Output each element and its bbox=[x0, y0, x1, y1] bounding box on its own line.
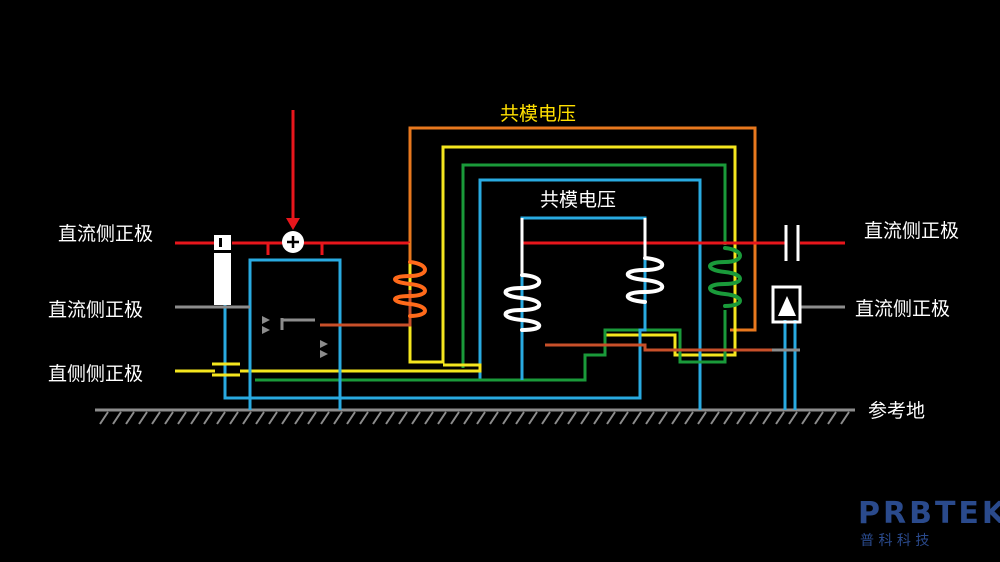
ground-hatch-line bbox=[151, 411, 161, 425]
ground-hatch-line bbox=[203, 411, 213, 425]
ground-hatch-line bbox=[112, 411, 122, 425]
ground-hatch-line bbox=[359, 411, 369, 425]
ground-hatch-line bbox=[723, 411, 733, 425]
ground-hatch-line bbox=[125, 411, 135, 425]
ground-hatch-line bbox=[320, 411, 330, 425]
ground-hatch-line bbox=[788, 411, 798, 425]
cyan-loop-wire bbox=[478, 178, 702, 410]
voltage-source-icon bbox=[282, 231, 304, 253]
ground-hatch-line bbox=[229, 411, 239, 425]
right-capacitor-icon bbox=[784, 225, 800, 261]
transistor-icon bbox=[262, 316, 328, 358]
ground-hatch-line bbox=[528, 411, 538, 425]
green-coil-icon bbox=[708, 246, 742, 308]
ground-symbol bbox=[95, 408, 855, 425]
orange-coil-icon bbox=[393, 243, 427, 318]
green-loop-wire bbox=[461, 163, 727, 368]
left-capacitor-icon bbox=[212, 362, 240, 377]
ground-hatch-line bbox=[450, 411, 460, 425]
label-right-mid: 直流侧正极 bbox=[855, 298, 950, 320]
ground-hatch-line bbox=[398, 411, 408, 425]
ground-hatch-line bbox=[242, 411, 252, 425]
brown-wire bbox=[320, 290, 412, 327]
injection-arrow bbox=[286, 110, 300, 230]
brand-logo: PRBTEK 普 科 科 技 bbox=[858, 496, 1000, 549]
ground-hatch-line bbox=[502, 411, 512, 425]
label-left-mid: 直流侧正极 bbox=[48, 299, 143, 321]
ground-hatch-line bbox=[177, 411, 187, 425]
green-bottom-wire bbox=[255, 310, 727, 382]
ground-hatch-line bbox=[281, 411, 291, 425]
ground-hatch-line bbox=[658, 411, 668, 425]
label-ground: 参考地 bbox=[868, 400, 925, 422]
ground-hatch-line bbox=[697, 411, 707, 425]
ground-hatch-line bbox=[749, 411, 759, 425]
ground-hatch-line bbox=[606, 411, 616, 425]
ground-hatch-line bbox=[346, 411, 356, 425]
white-coil-left-icon bbox=[503, 218, 542, 332]
ground-hatch-line bbox=[333, 411, 343, 425]
ground-hatch-line bbox=[515, 411, 525, 425]
label-cm-inner: 共模电压 bbox=[540, 189, 616, 211]
ground-hatch-line bbox=[840, 411, 850, 425]
label-left-bottom: 直侧侧正极 bbox=[48, 363, 143, 385]
ground-hatch-line bbox=[463, 411, 473, 425]
ground-hatch-line bbox=[294, 411, 304, 425]
ground-hatch-line bbox=[684, 411, 694, 425]
yellow-bottom-wire bbox=[175, 363, 482, 373]
ground-hatch-line bbox=[190, 411, 200, 425]
ground-hatch-line bbox=[424, 411, 434, 425]
ground-hatch-line bbox=[437, 411, 447, 425]
cyan-lower-wire bbox=[223, 216, 647, 400]
ground-hatch-line bbox=[671, 411, 681, 425]
right-component-icon bbox=[771, 285, 802, 352]
dc-positive-wire bbox=[175, 241, 845, 255]
ground-hatch-line bbox=[99, 411, 109, 425]
ground-hatch-line bbox=[827, 411, 837, 425]
ground-hatch-line bbox=[645, 411, 655, 425]
ground-hatch-line bbox=[619, 411, 629, 425]
ground-hatch-line bbox=[411, 411, 421, 425]
ground-hatch-line bbox=[216, 411, 226, 425]
ground-hatch-line bbox=[372, 411, 382, 425]
orange-loop-wire bbox=[408, 126, 757, 332]
cyan-box-wire bbox=[248, 258, 342, 410]
ground-hatch-line bbox=[632, 411, 642, 425]
ground-hatch-line bbox=[255, 411, 265, 425]
ground-hatch-line bbox=[762, 411, 772, 425]
brown-wire-2 bbox=[545, 343, 775, 352]
label-left-top: 直流侧正极 bbox=[58, 223, 153, 245]
ground-hatch-line bbox=[489, 411, 499, 425]
ground-hatch-line bbox=[307, 411, 317, 425]
ground-hatch-line bbox=[385, 411, 395, 425]
label-right-top: 直流侧正极 bbox=[864, 220, 959, 242]
white-coil-right-icon bbox=[625, 218, 665, 304]
logo-main-text: PRBTEK bbox=[858, 496, 1000, 531]
logo-sub-text: 普 科 科 技 bbox=[860, 533, 929, 549]
ground-hatch-line bbox=[567, 411, 577, 425]
ground-hatch-line bbox=[593, 411, 603, 425]
ground-hatch-line bbox=[801, 411, 811, 425]
ground-hatch-line bbox=[164, 411, 174, 425]
cyan-right-wire bbox=[783, 320, 797, 410]
ground-hatch-line bbox=[554, 411, 564, 425]
label-cm-outer: 共模电压 bbox=[500, 103, 576, 125]
left-component-icon bbox=[214, 235, 231, 305]
ground-hatch-line bbox=[268, 411, 278, 425]
ground-hatch-line bbox=[710, 411, 720, 425]
ground-hatch-line bbox=[541, 411, 551, 425]
ground-hatch-line bbox=[476, 411, 486, 425]
ground-hatch-line bbox=[814, 411, 824, 425]
yellow-loop-wire bbox=[408, 145, 737, 364]
ground-hatch-line bbox=[775, 411, 785, 425]
ground-hatch-line bbox=[736, 411, 746, 425]
ground-hatch-line bbox=[138, 411, 148, 425]
ground-hatch-line bbox=[580, 411, 590, 425]
